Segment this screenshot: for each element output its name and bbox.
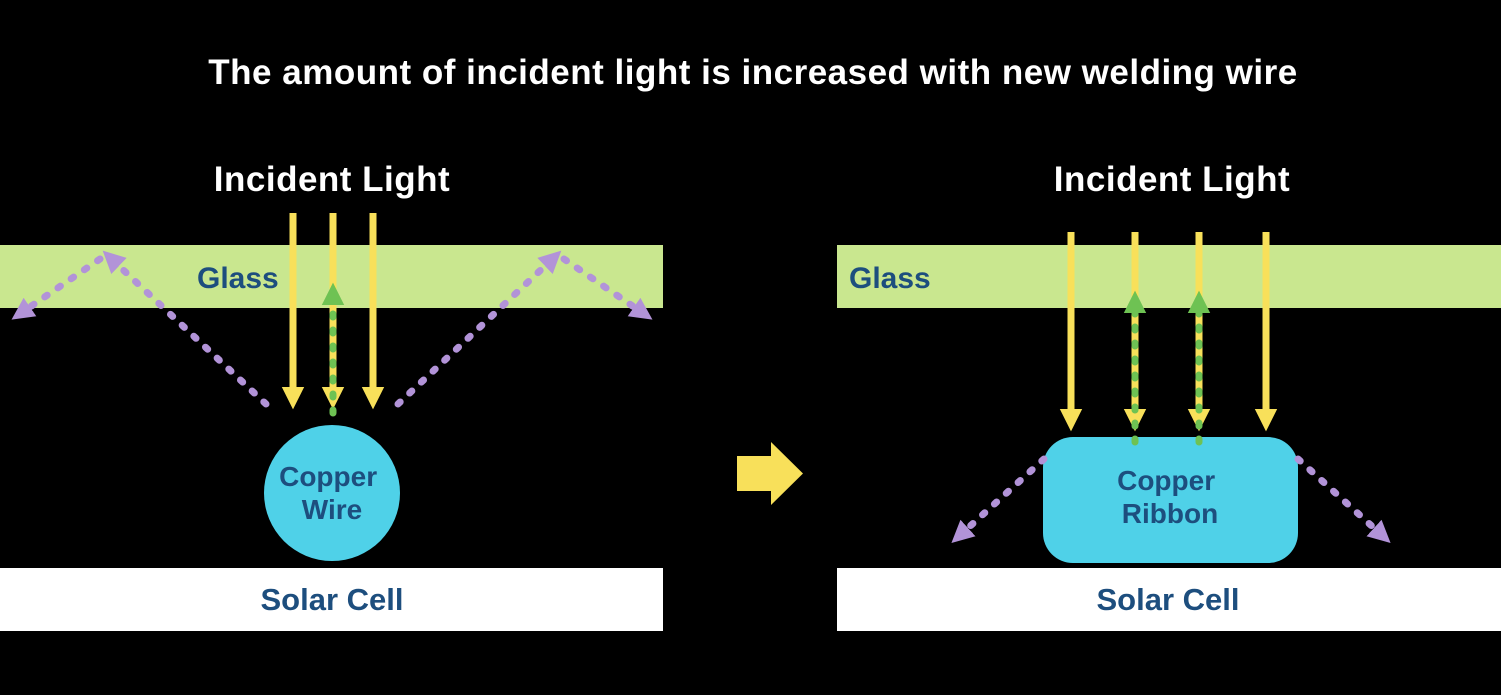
scattered-light-ray <box>1294 455 1391 544</box>
solar-cell-label: Solar Cell <box>261 582 404 617</box>
scattered-light-ray <box>951 455 1048 544</box>
left-diagram: Incident Light Glass Copper Wire Solar C… <box>0 160 663 631</box>
incident-light-label: Incident Light <box>214 160 450 199</box>
glass-label: Glass <box>849 262 931 295</box>
copper-wire-label-line1: Copper <box>279 461 377 492</box>
copper-ribbon-label: Copper Ribbon <box>1117 465 1223 529</box>
copper-wire-label-line2: Wire <box>302 494 362 525</box>
scattered-light-ray <box>11 255 104 320</box>
right-arrow-icon <box>737 442 803 505</box>
copper-ribbon-shape <box>1043 437 1298 563</box>
incident-light-label: Incident Light <box>1054 160 1290 199</box>
glass-label: Glass <box>197 262 279 295</box>
copper-wire-label: Copper Wire <box>279 461 385 525</box>
glass-layer <box>837 245 1501 308</box>
copper-wire-shape <box>264 425 400 561</box>
diagram-title: The amount of incident light is increase… <box>208 53 1297 92</box>
transition-arrow <box>737 442 803 505</box>
solar-cell-label: Solar Cell <box>1097 582 1240 617</box>
copper-ribbon-label-line2: Ribbon <box>1122 498 1218 529</box>
solar-cell-layer <box>837 568 1501 631</box>
solar-cell-layer <box>0 568 663 631</box>
copper-ribbon-label-line1: Copper <box>1117 465 1215 496</box>
scattered-light-ray <box>102 250 270 408</box>
right-diagram: Incident Light Glass Copper Ribbon Solar… <box>837 160 1501 631</box>
scattered-light-ray <box>560 255 653 320</box>
scattered-light-ray <box>394 250 562 408</box>
